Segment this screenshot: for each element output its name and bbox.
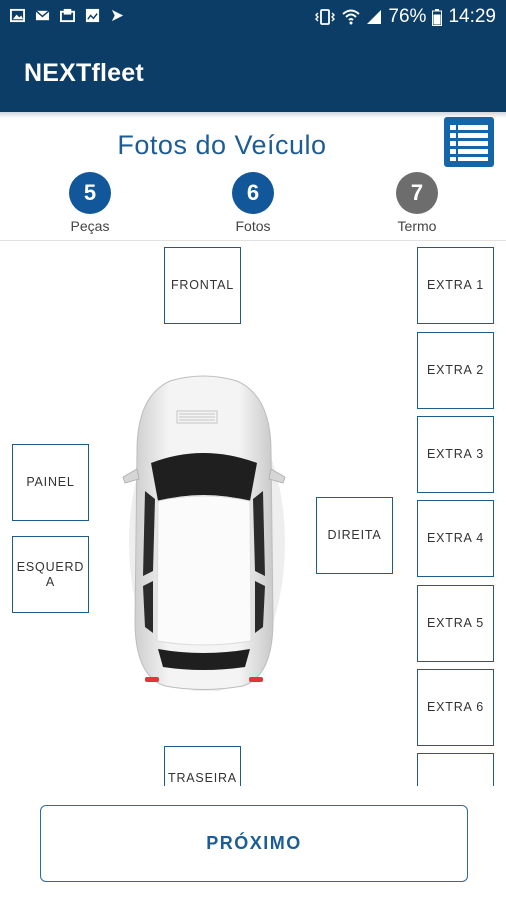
slot-extra-4[interactable]: EXTRA 4 bbox=[417, 500, 494, 577]
step-pecas[interactable]: 5 Peças bbox=[45, 172, 135, 234]
slot-extra-7[interactable] bbox=[417, 753, 494, 786]
app-title: NEXTfleet bbox=[24, 59, 144, 87]
step-label: Termo bbox=[397, 218, 437, 234]
slot-frontal[interactable]: FRONTAL bbox=[164, 247, 241, 324]
step-termo[interactable]: 7 Termo bbox=[372, 172, 462, 234]
slot-traseira[interactable]: TRASEIRA bbox=[164, 746, 241, 786]
divider bbox=[0, 240, 506, 241]
slot-esquerda[interactable]: ESQUERDA bbox=[12, 536, 89, 613]
step-number: 6 bbox=[232, 172, 274, 214]
image-icon bbox=[10, 8, 25, 23]
photo-list-button[interactable] bbox=[444, 117, 494, 167]
step-number: 5 bbox=[69, 172, 111, 214]
battery-percent: 76% bbox=[388, 6, 427, 27]
slot-extra-3[interactable]: EXTRA 3 bbox=[417, 416, 494, 493]
slot-extra-6[interactable]: EXTRA 6 bbox=[417, 669, 494, 746]
step-label: Peças bbox=[70, 218, 110, 234]
vibrate-icon bbox=[315, 9, 336, 25]
status-bar: 76% 14:29 bbox=[0, 0, 506, 34]
photo-slots-area[interactable]: FRONTAL PAINEL ESQUERDA DIREITA TRASEIRA… bbox=[0, 241, 506, 786]
car-top-view-icon bbox=[122, 375, 286, 691]
mail-icon bbox=[35, 10, 50, 21]
mailbox-icon bbox=[60, 8, 75, 23]
signal-icon bbox=[367, 10, 382, 24]
page-title: Fotos do Veículo bbox=[117, 130, 327, 160]
notification-icons bbox=[10, 8, 125, 23]
slot-extra-2[interactable]: EXTRA 2 bbox=[417, 332, 494, 409]
wifi-icon bbox=[342, 9, 361, 25]
gallery-icon bbox=[85, 8, 100, 23]
step-number: 7 bbox=[396, 172, 438, 214]
step-fotos[interactable]: 6 Fotos bbox=[208, 172, 298, 234]
clock: 14:29 bbox=[448, 6, 496, 27]
slot-painel[interactable]: PAINEL bbox=[12, 444, 89, 521]
system-status: 76% 14:29 bbox=[314, 6, 496, 28]
slot-extra-5[interactable]: EXTRA 5 bbox=[417, 585, 494, 662]
list-icon bbox=[450, 125, 488, 161]
slot-direita[interactable]: DIREITA bbox=[316, 497, 393, 574]
slot-extra-1[interactable]: EXTRA 1 bbox=[417, 247, 494, 324]
next-button[interactable]: PRÓXIMO bbox=[40, 805, 468, 882]
send-icon bbox=[111, 9, 124, 22]
battery-icon bbox=[432, 8, 443, 26]
app-bar: NEXTfleet bbox=[0, 34, 506, 112]
app-bar-shadow bbox=[0, 112, 506, 118]
step-label: Fotos bbox=[235, 218, 271, 234]
